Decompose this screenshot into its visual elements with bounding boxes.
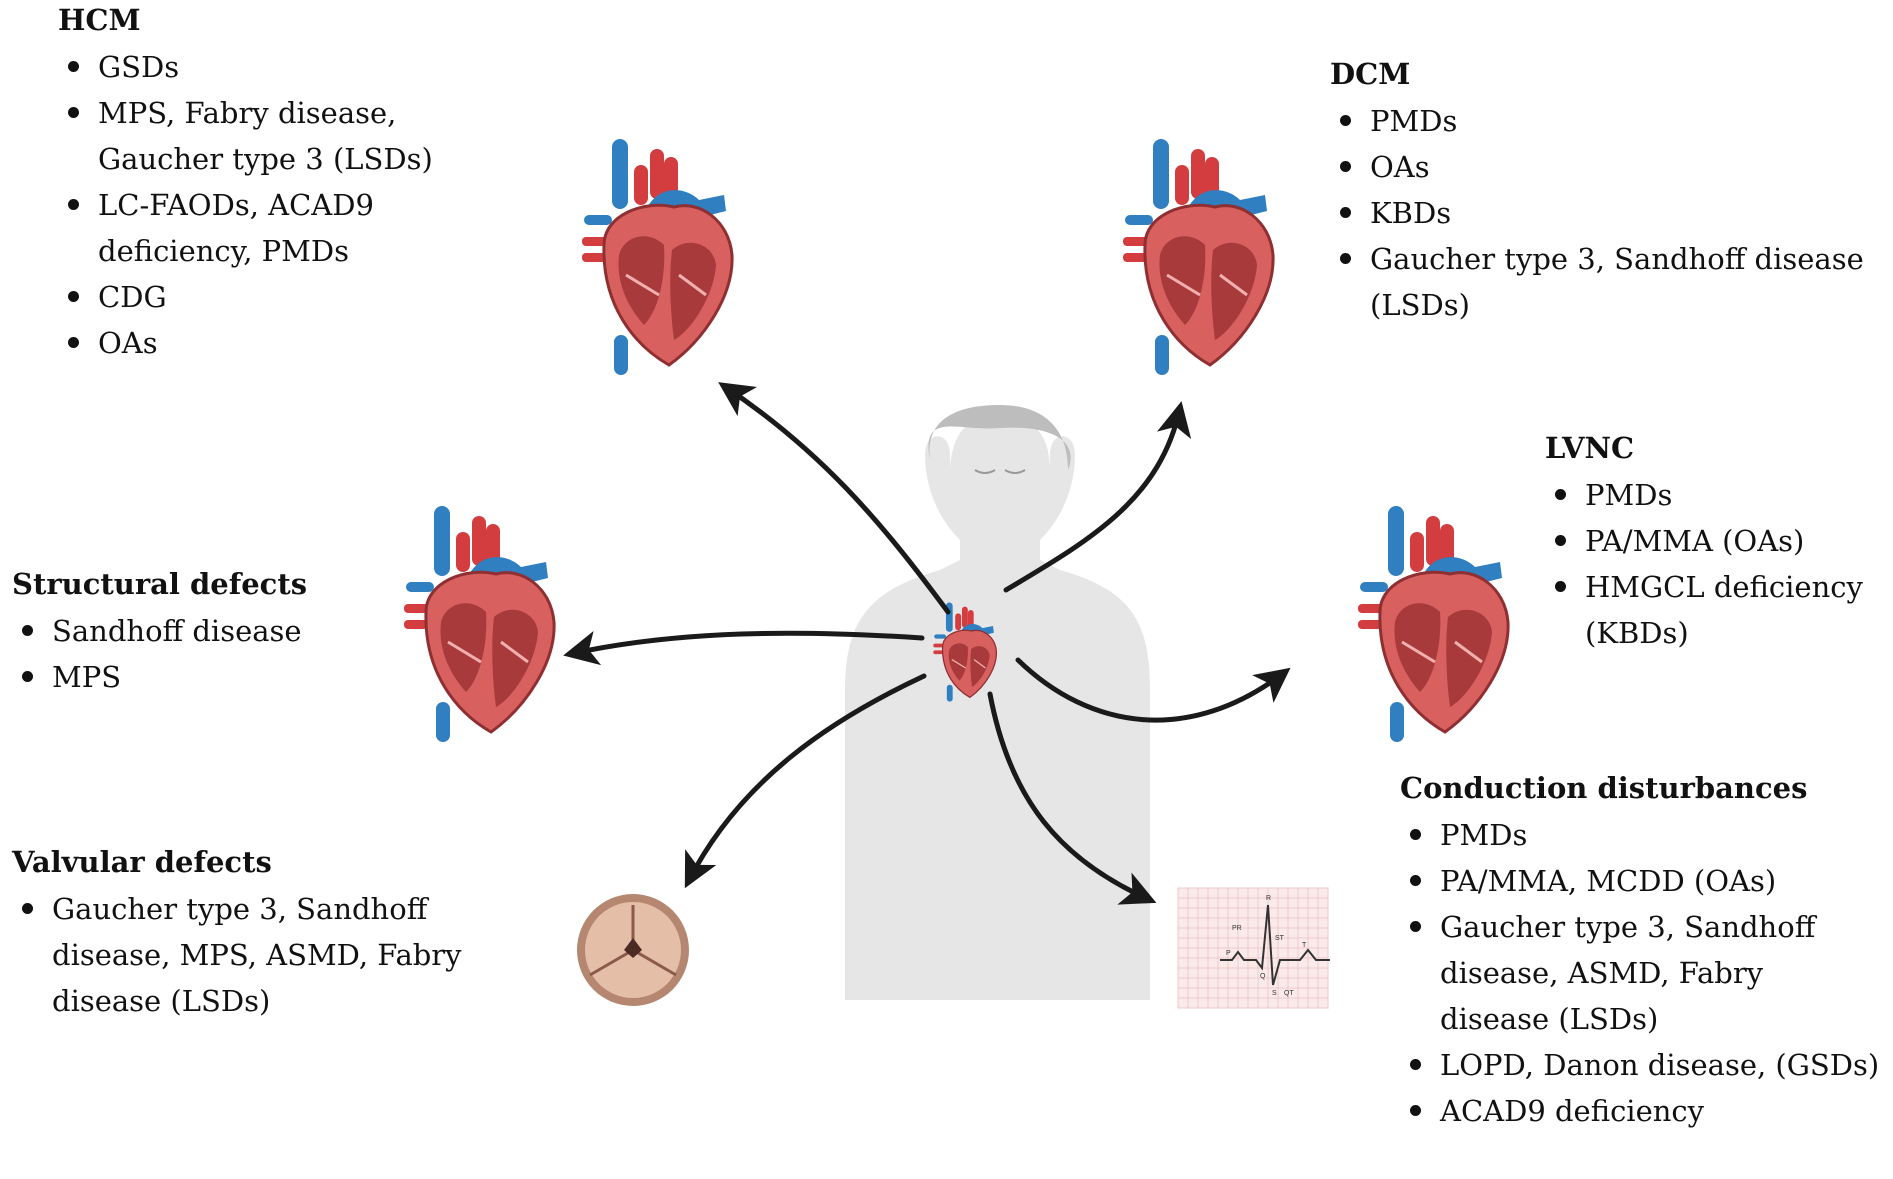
group-list: Gaucher type 3, Sandhoff disease, MPS, A… <box>12 886 552 1024</box>
list-item: MPS, Fabry disease, Gaucher type 3 (LSDs… <box>58 90 478 182</box>
group-title: HCM <box>58 3 141 37</box>
list-item: OAs <box>58 320 478 366</box>
heart-icon-structural <box>402 504 556 744</box>
heart-icon-lvnc <box>1356 504 1510 744</box>
group-title: Conduction disturbances <box>1400 771 1808 805</box>
group-title: Structural defects <box>12 567 308 601</box>
group-title: LVNC <box>1545 431 1635 465</box>
group-valvular-defects: Valvular defects Gaucher type 3, Sandhof… <box>12 842 552 1024</box>
ecg-label-t: T <box>1302 942 1307 949</box>
ecg-label-q: Q <box>1260 973 1266 980</box>
ecg-label-pr: PR <box>1232 925 1242 932</box>
group-list: Sandhoff disease MPS <box>12 608 392 700</box>
list-item: CDG <box>58 274 478 320</box>
ecg-label-qt: QT <box>1284 990 1294 997</box>
group-title: DCM <box>1330 57 1411 91</box>
list-item: LC-FAODs, ACAD9 deficiency, PMDs <box>58 182 478 274</box>
group-structural-defects: Structural defects Sandhoff disease MPS <box>12 564 392 700</box>
heart-icon-dcm <box>1121 137 1275 377</box>
group-title: Valvular defects <box>12 845 272 879</box>
human-figure-icon <box>845 405 1150 1000</box>
list-item: PMDs <box>1330 98 1870 144</box>
list-item: OAs <box>1330 144 1870 190</box>
group-list: PMDs PA/MMA, MCDD (OAs) Gaucher type 3, … <box>1400 812 1880 1134</box>
list-item: Gaucher type 3, Sandhoff disease, ASMD, … <box>1400 904 1880 1042</box>
group-list: PMDs PA/MMA (OAs) HMGCL deficiency (KBDs… <box>1545 472 1885 656</box>
heart-icon-hcm <box>580 137 734 377</box>
group-conduction-disturbances: Conduction disturbances PMDs PA/MMA, MCD… <box>1400 768 1880 1134</box>
list-item: GSDs <box>58 44 478 90</box>
list-item: PA/MMA (OAs) <box>1545 518 1885 564</box>
ecg-label-st: ST <box>1275 935 1285 942</box>
list-item: KBDs <box>1330 190 1870 236</box>
arrow-to-structural <box>563 630 925 666</box>
arrow-to-conduction <box>987 691 1157 905</box>
list-item: PMDs <box>1400 812 1880 858</box>
group-dcm: DCM PMDs OAs KBDs Gaucher type 3, Sandho… <box>1330 54 1870 328</box>
arrow-to-hcm <box>718 382 951 615</box>
list-item: MPS <box>12 654 392 700</box>
list-item: Sandhoff disease <box>12 608 392 654</box>
group-lvnc: LVNC PMDs PA/MMA (OAs) HMGCL deficiency … <box>1545 428 1885 656</box>
arrow-to-lvnc <box>1015 657 1291 723</box>
ecg-chart-icon: R PR ST P T Q S QT <box>1177 887 1330 1009</box>
list-item: PA/MMA, MCDD (OAs) <box>1400 858 1880 904</box>
list-item: ACAD9 deficiency <box>1400 1088 1880 1134</box>
group-list: GSDs MPS, Fabry disease, Gaucher type 3 … <box>58 44 478 366</box>
list-item: HMGCL deficiency (KBDs) <box>1545 564 1885 656</box>
list-item: Gaucher type 3, Sandhoff disease, MPS, A… <box>12 886 552 1024</box>
arrow-to-dcm <box>1003 401 1192 593</box>
list-item: Gaucher type 3, Sandhoff disease (LSDs) <box>1330 236 1870 328</box>
ecg-label-s: S <box>1272 990 1277 997</box>
group-hcm: HCM GSDs MPS, Fabry disease, Gaucher typ… <box>58 0 478 366</box>
ecg-label-r: R <box>1266 895 1271 902</box>
group-list: PMDs OAs KBDs Gaucher type 3, Sandhoff d… <box>1330 98 1870 328</box>
arrow-to-valvular <box>684 673 927 889</box>
list-item: PMDs <box>1545 472 1885 518</box>
list-item: LOPD, Danon disease, (GSDs) <box>1400 1042 1880 1088</box>
valve-icon <box>577 894 689 1006</box>
ecg-label-p: P <box>1226 950 1231 957</box>
